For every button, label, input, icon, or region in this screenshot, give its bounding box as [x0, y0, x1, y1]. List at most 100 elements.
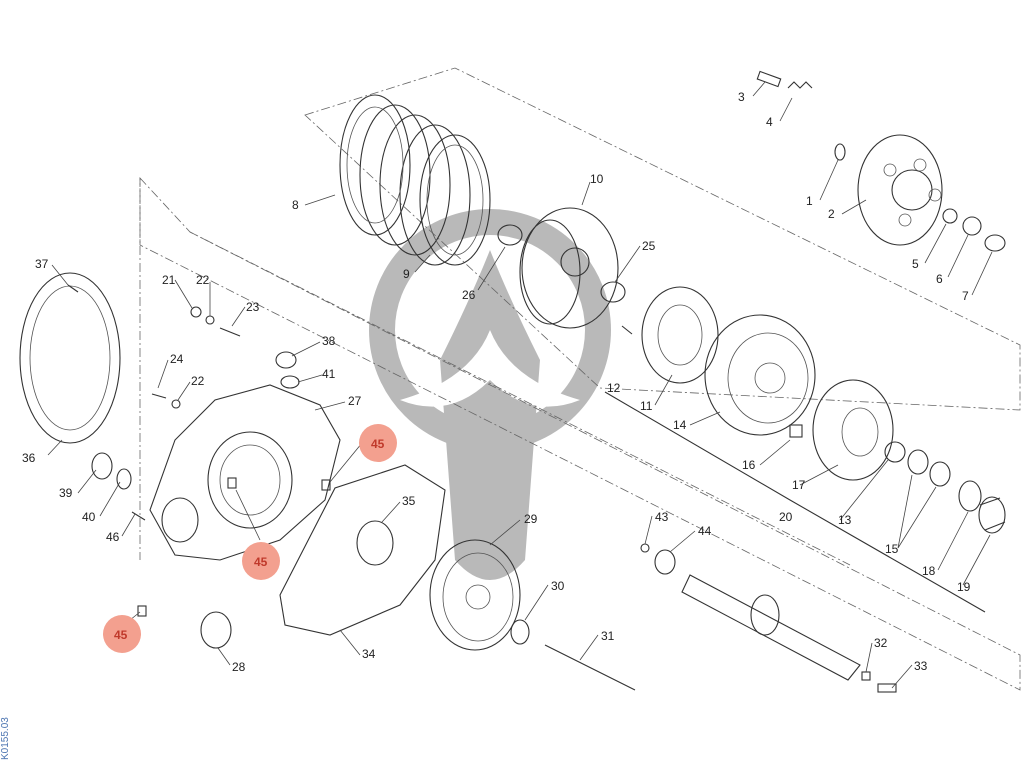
callout-label: 3 — [738, 90, 745, 104]
stud-23 — [219, 327, 241, 337]
bolt-46 — [131, 511, 146, 521]
highlight-circle — [359, 424, 397, 462]
callout-label: 6 — [936, 272, 943, 286]
oring-41 — [280, 375, 300, 389]
drive-plate — [812, 379, 894, 481]
callout-label: 13 — [838, 513, 852, 527]
callout-label: 9 — [403, 267, 410, 281]
bearing-15b — [929, 461, 951, 487]
outer-cover — [19, 272, 121, 444]
dowel-pin-a — [321, 479, 331, 491]
dowel-pin-c — [137, 605, 147, 617]
callout-label: 43 — [655, 510, 669, 524]
bolt-32 — [861, 671, 871, 681]
clutch-cover — [149, 384, 341, 561]
bearing-15a — [907, 449, 929, 475]
callout-label: 38 — [322, 334, 336, 348]
callout-label: 1 — [806, 194, 813, 208]
seal-39 — [91, 452, 113, 480]
washer-26 — [497, 224, 523, 246]
callout-label: 8 — [292, 198, 299, 212]
callout-label: 37 — [35, 257, 49, 271]
highlight-labels: 45 45 45 — [114, 437, 385, 642]
callout-labels: 1 2 3 4 5 6 7 8 9 10 11 12 13 14 15 16 1… — [22, 90, 971, 674]
highlight-circle — [103, 615, 141, 653]
callout-label: 36 — [22, 451, 36, 465]
callout-label: 12 — [607, 381, 621, 395]
bushing-13 — [884, 441, 906, 463]
callout-label: 35 — [402, 494, 416, 508]
callout-label: 4 — [766, 115, 773, 129]
circlip — [834, 143, 846, 161]
callout-label: 20 — [779, 510, 793, 524]
highlight-label: 45 — [254, 555, 268, 569]
callout-label: 11 — [640, 399, 653, 413]
bolt-37 — [67, 284, 79, 293]
bolt-1x — [621, 325, 633, 335]
washer-43 — [640, 543, 650, 553]
washer-22b — [171, 399, 181, 409]
bolt-33 — [877, 683, 897, 693]
callout-label: 28 — [232, 660, 246, 674]
ring-18 — [958, 480, 982, 512]
assembly-outlines — [139, 67, 1021, 691]
washer-5 — [942, 208, 958, 224]
callout-label: 7 — [962, 289, 969, 303]
callout-label: 34 — [362, 647, 376, 661]
callout-label: 33 — [914, 659, 928, 673]
cover-gasket — [279, 464, 446, 636]
callout-label: 18 — [922, 564, 936, 578]
callout-label: 17 — [792, 478, 806, 492]
dowel-pin-b — [227, 477, 237, 489]
callout-label: 46 — [106, 530, 120, 544]
plug-38 — [275, 351, 297, 369]
callout-label: 23 — [246, 300, 260, 314]
pushrod-31 — [544, 644, 636, 691]
callout-label: 21 — [162, 273, 176, 287]
bearing-28 — [200, 611, 232, 649]
clutch-drum-gear — [519, 207, 619, 329]
pushrod-cap-7 — [984, 234, 1006, 252]
callout-label: 29 — [524, 512, 538, 526]
assembly-bracket-line — [604, 391, 986, 613]
oil-seal-35 — [356, 520, 394, 566]
callout-label: 10 — [590, 172, 604, 186]
callout-label: 31 — [601, 629, 615, 643]
pressure-plate — [857, 134, 943, 246]
drive-gear — [429, 539, 521, 651]
callout-label: 16 — [742, 458, 756, 472]
callout-label: 27 — [348, 394, 362, 408]
highlight-label: 45 — [114, 628, 128, 642]
circlip-30 — [510, 619, 530, 645]
nut-21 — [190, 306, 202, 318]
highlight-circle — [242, 542, 280, 580]
callout-label: 22 — [191, 374, 205, 388]
callout-label: 32 — [874, 636, 888, 650]
clutch-plate-stack — [339, 94, 491, 266]
spring-bolt — [756, 70, 813, 89]
callout-label: 44 — [698, 524, 712, 538]
callout-label: 14 — [673, 418, 687, 432]
washer-22a — [205, 315, 215, 325]
nut-16 — [789, 424, 803, 438]
clutch-hub — [704, 314, 816, 436]
callout-label: 15 — [885, 542, 899, 556]
callout-label: 39 — [59, 486, 73, 500]
bearing-6 — [962, 216, 982, 236]
callout-label: 25 — [642, 239, 656, 253]
figure-reference-code: K0155.03 — [0, 717, 11, 760]
bolt-24 — [151, 393, 167, 399]
callout-label: 30 — [551, 579, 565, 593]
callout-label: 40 — [82, 510, 96, 524]
oring-40 — [116, 468, 132, 490]
sleeve-19 — [978, 496, 1006, 534]
callout-label: 41 — [322, 367, 336, 381]
highlight-markers — [103, 424, 397, 653]
leader-lines — [47, 81, 993, 689]
callout-label: 24 — [170, 352, 184, 366]
callout-label: 26 — [462, 288, 476, 302]
washer-44 — [654, 549, 676, 575]
callout-label: 22 — [196, 273, 210, 287]
callout-label: 5 — [912, 257, 919, 271]
seal-25 — [600, 281, 626, 303]
